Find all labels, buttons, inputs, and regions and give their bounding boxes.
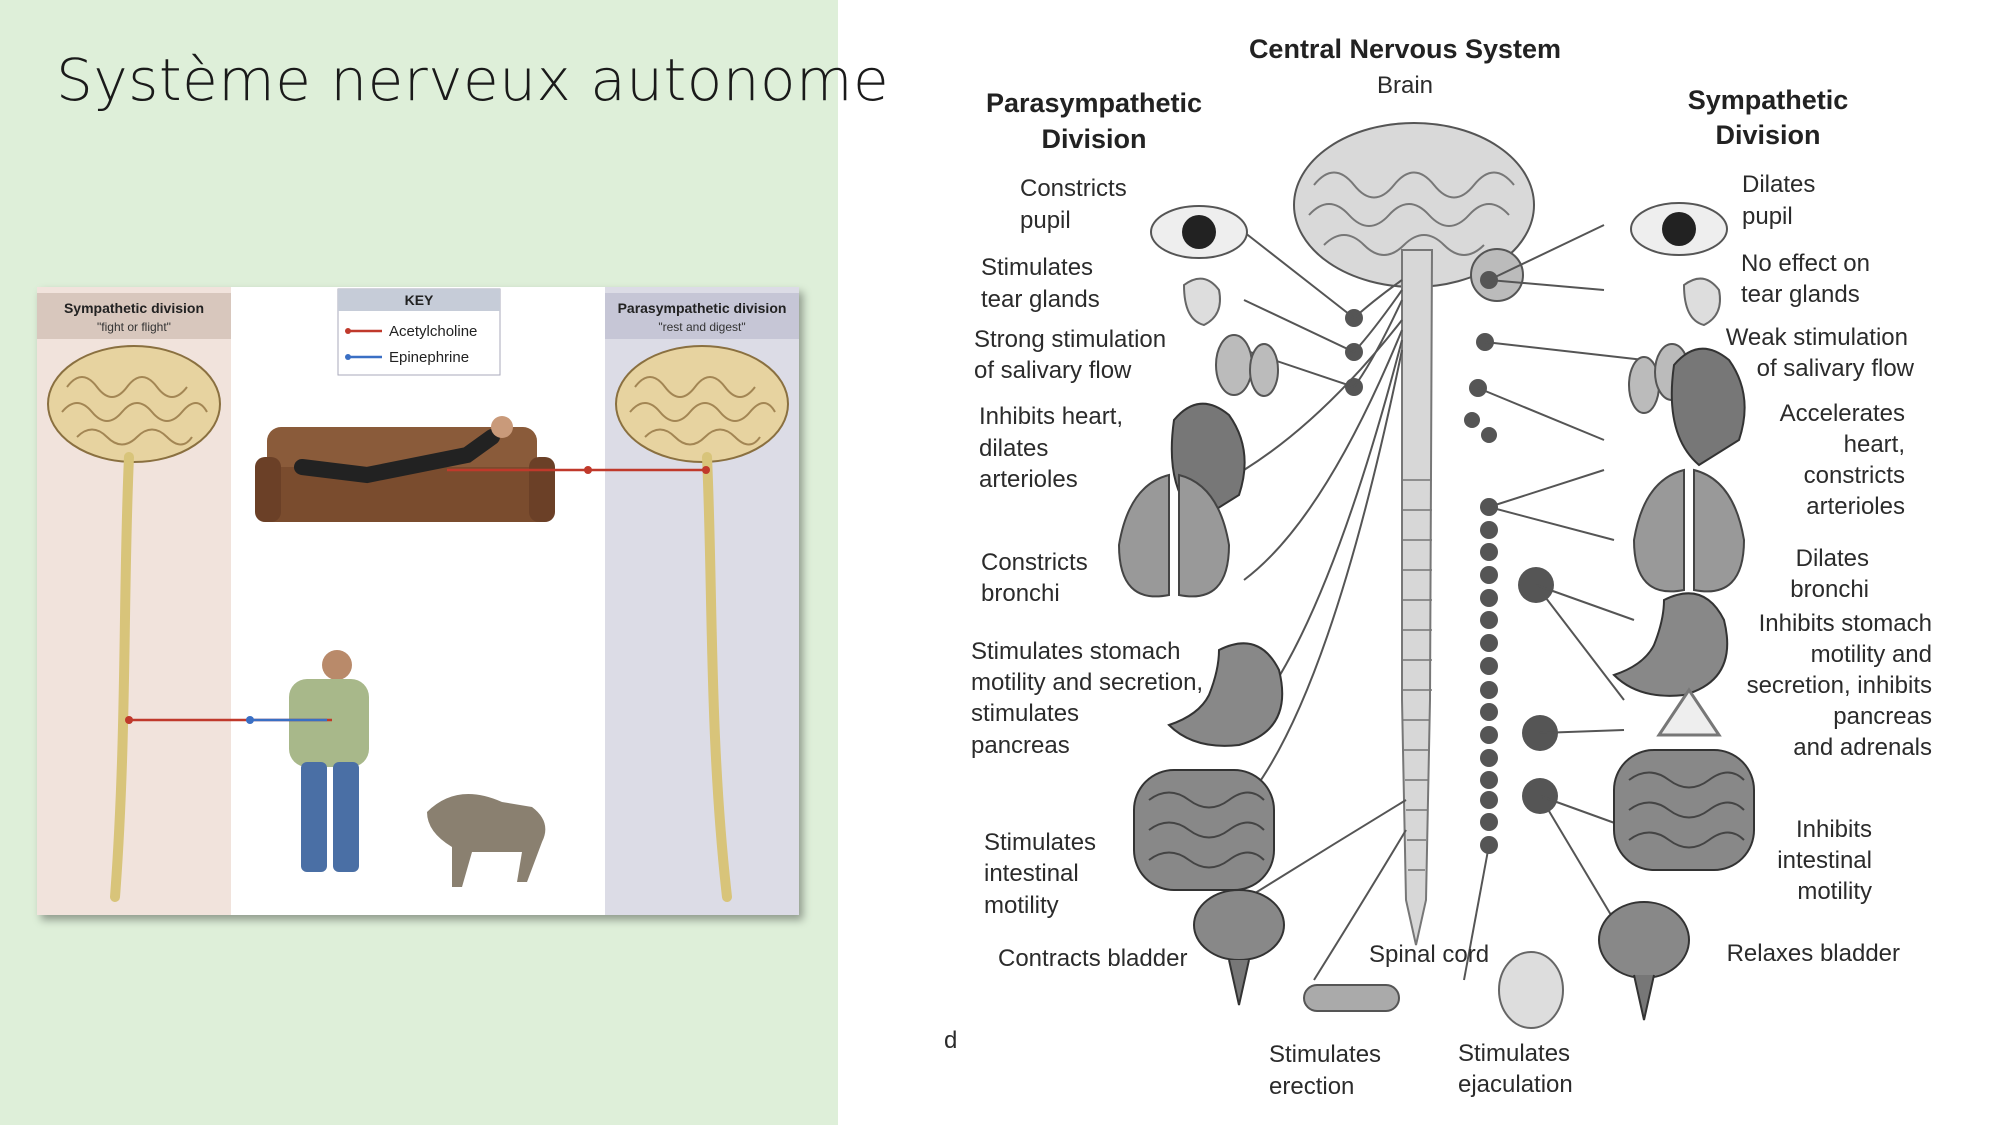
organ-lungs-left-icon [1117, 473, 1231, 598]
organ-stomach-left-icon [1167, 642, 1284, 747]
ans-organ-effects-figure: Central Nervous System Brain Parasympath… [944, 0, 1944, 1125]
symp-effect-bronchi-1: Dilates [1796, 545, 1869, 572]
ans-divisions-figure: Sympathetic division "fight or flight" P… [37, 287, 799, 915]
para-effect-pupil-2: pupil [1020, 207, 1071, 234]
spinal-cord-label: Spinal cord [1369, 941, 1489, 968]
parasympathetic-header: Parasympathetic division [618, 300, 787, 316]
organ-tear-gland-right-icon [1682, 277, 1721, 327]
symp-effect-stomach-5: and adrenals [1793, 734, 1932, 761]
cns-title: Central Nervous System [1249, 34, 1561, 64]
para-effect-bronchi-2: bronchi [981, 580, 1060, 607]
symp-effect-intestine-3: motility [1797, 878, 1872, 905]
brain-icon [1293, 122, 1535, 302]
symp-effect-stomach-4: pancreas [1833, 703, 1932, 730]
parasympathetic-effects: Constricts pupil Stimulates tear glands … [971, 175, 1203, 972]
sympathetic-header: Sympathetic division [64, 300, 204, 316]
ans-divisions-illustration: Sympathetic division "fight or flight" P… [37, 287, 799, 915]
slide-left-panel: Système nerveux autonome Sympathetic div… [0, 0, 889, 1125]
para-effect-intestine-3: motility [984, 892, 1059, 919]
sympathetic-header-bg [37, 293, 231, 339]
para-effect-bladder: Contracts bladder [998, 945, 1187, 972]
sympathetic-ganglia-chain [1464, 271, 1558, 854]
sympathetic-effects: Dilates pupil No effect on tear glands W… [1726, 171, 1932, 967]
organ-penis-icon [1303, 984, 1400, 1012]
para-effect-bronchi-1: Constricts [981, 549, 1088, 576]
para-effect-stomach-3: stimulates [971, 700, 1079, 727]
para-effect-tear-1: Stimulates [981, 254, 1093, 281]
organ-eye-left-icon [1150, 205, 1248, 259]
symp-effect-heart-2: heart, [1844, 431, 1905, 458]
organ-testis-icon [1498, 951, 1564, 1029]
parasympathetic-title-line2: Division [1041, 124, 1146, 154]
parasympathetic-spinal-cord [702, 452, 732, 902]
para-effect-heart-3: arterioles [979, 466, 1078, 493]
stray-letter: d [944, 1027, 957, 1054]
sympathetic-title-line1: Sympathetic [1688, 85, 1849, 115]
symp-effect-stomach-3: secretion, inhibits [1747, 672, 1932, 699]
para-effect-stomach-2: motility and secretion, [971, 669, 1203, 696]
key-legend: KEY Acetylcholine Epinephrine [337, 288, 501, 376]
organ-intestine-right-icon [1613, 749, 1755, 871]
symp-effect-saliva-2: of salivary flow [1757, 355, 1915, 382]
para-effect-tear-2: tear glands [981, 286, 1100, 313]
man-and-dog-illustration [289, 650, 546, 887]
symp-effect-heart-3: constricts [1804, 462, 1905, 489]
organ-eye-right-icon [1630, 202, 1728, 256]
spinal-cord [1401, 249, 1434, 946]
organ-intestine-left-icon [1133, 769, 1275, 891]
symp-effect-tear-1: No effect on [1741, 250, 1870, 277]
para-effect-heart-1: Inhibits heart, [979, 403, 1123, 430]
sympathetic-subtitle: "fight or flight" [97, 320, 171, 334]
para-effect-stomach-4: pancreas [971, 732, 1070, 759]
sympathetic-spinal-cord [110, 452, 134, 902]
erection-label-1: Stimulates [1269, 1041, 1381, 1068]
organ-bladder-left-icon [1193, 889, 1285, 1006]
symp-effect-heart-4: arterioles [1806, 493, 1905, 520]
key-item-epinephrine: Epinephrine [389, 349, 469, 366]
erection-label-2: erection [1269, 1073, 1354, 1100]
symp-effect-pupil-2: pupil [1742, 203, 1793, 230]
sympathetic-title-line2: Division [1715, 120, 1820, 150]
para-effect-heart-2: dilates [979, 435, 1048, 462]
organ-adrenal-icon [1656, 687, 1722, 737]
ejaculation-label-1: Stimulates [1458, 1040, 1570, 1067]
symp-effect-saliva-1: Weak stimulation [1726, 324, 1908, 351]
resting-on-couch-illustration [255, 416, 555, 522]
slide-title: Système nerveux autonome [56, 46, 890, 114]
sympathetic-brain-icon [47, 345, 221, 463]
parasympathetic-header-bg [605, 293, 799, 339]
symp-effect-heart-1: Accelerates [1780, 400, 1905, 427]
symp-effect-tear-2: tear glands [1741, 281, 1860, 308]
brain-label: Brain [1377, 72, 1433, 99]
organ-bladder-right-icon [1598, 901, 1690, 1021]
symp-effect-intestine-1: Inhibits [1796, 816, 1872, 843]
parasympathetic-brain-icon [615, 345, 789, 463]
organ-stomach-right-icon [1612, 592, 1729, 697]
para-effect-saliva-2: of salivary flow [974, 357, 1132, 384]
parasympathetic-subtitle: "rest and digest" [658, 320, 745, 334]
symp-effect-stomach-2: motility and [1811, 641, 1932, 668]
organ-tear-gland-left-icon [1182, 277, 1221, 327]
parasympathetic-nerves [1243, 231, 1407, 981]
key-title: KEY [405, 292, 434, 308]
para-effect-intestine-1: Stimulates [984, 829, 1096, 856]
symp-effect-intestine-2: intestinal [1777, 847, 1872, 874]
parasympathetic-title-line1: Parasympathetic [986, 88, 1202, 118]
ejaculation-label-2: ejaculation [1458, 1071, 1573, 1098]
spinal-segments [1402, 479, 1432, 871]
para-effect-intestine-2: intestinal [984, 860, 1079, 887]
para-effect-saliva-1: Strong stimulation [974, 326, 1166, 353]
symp-effect-bronchi-2: bronchi [1790, 576, 1869, 603]
symp-effect-stomach-1: Inhibits stomach [1759, 610, 1932, 637]
ans-organ-effects-diagram: Central Nervous System Brain Parasympath… [944, 34, 1932, 1100]
organ-salivary-left-icon [1215, 334, 1279, 397]
symp-effect-pupil-1: Dilates [1742, 171, 1815, 198]
organ-lungs-right-icon [1632, 468, 1746, 593]
symp-effect-bladder: Relaxes bladder [1727, 940, 1900, 967]
para-effect-pupil-1: Constricts [1020, 175, 1127, 202]
organ-heart-right-icon [1670, 347, 1746, 467]
key-item-acetylcholine: Acetylcholine [389, 323, 477, 340]
para-effect-stomach-1: Stimulates stomach [971, 638, 1180, 665]
